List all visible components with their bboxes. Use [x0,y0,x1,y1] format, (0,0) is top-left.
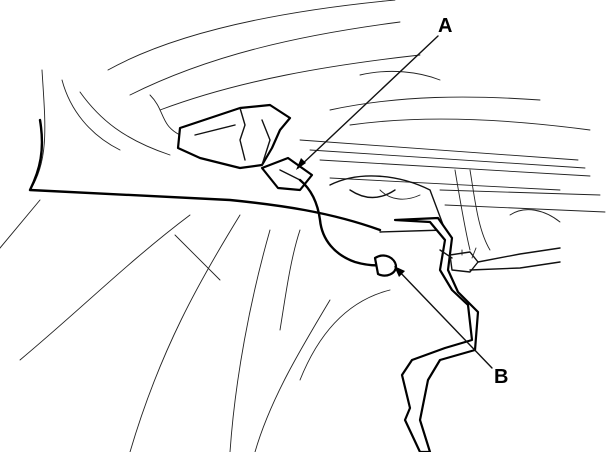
callout-b-leader [394,266,493,369]
cable-clip [449,247,561,273]
housing-box [329,175,446,233]
connector-b [373,254,398,277]
callout-b-label: B [494,366,508,388]
wire-harness [298,178,387,267]
callout-a-label: A [438,15,452,37]
callout-a-leader [296,35,439,170]
underbody-edge [28,118,382,232]
sensor-bracket [176,103,292,170]
body-contour-lines [29,0,591,191]
frame-rail-lines [299,139,606,251]
lower-panel-lines [0,199,391,452]
harness-connector [260,156,314,192]
